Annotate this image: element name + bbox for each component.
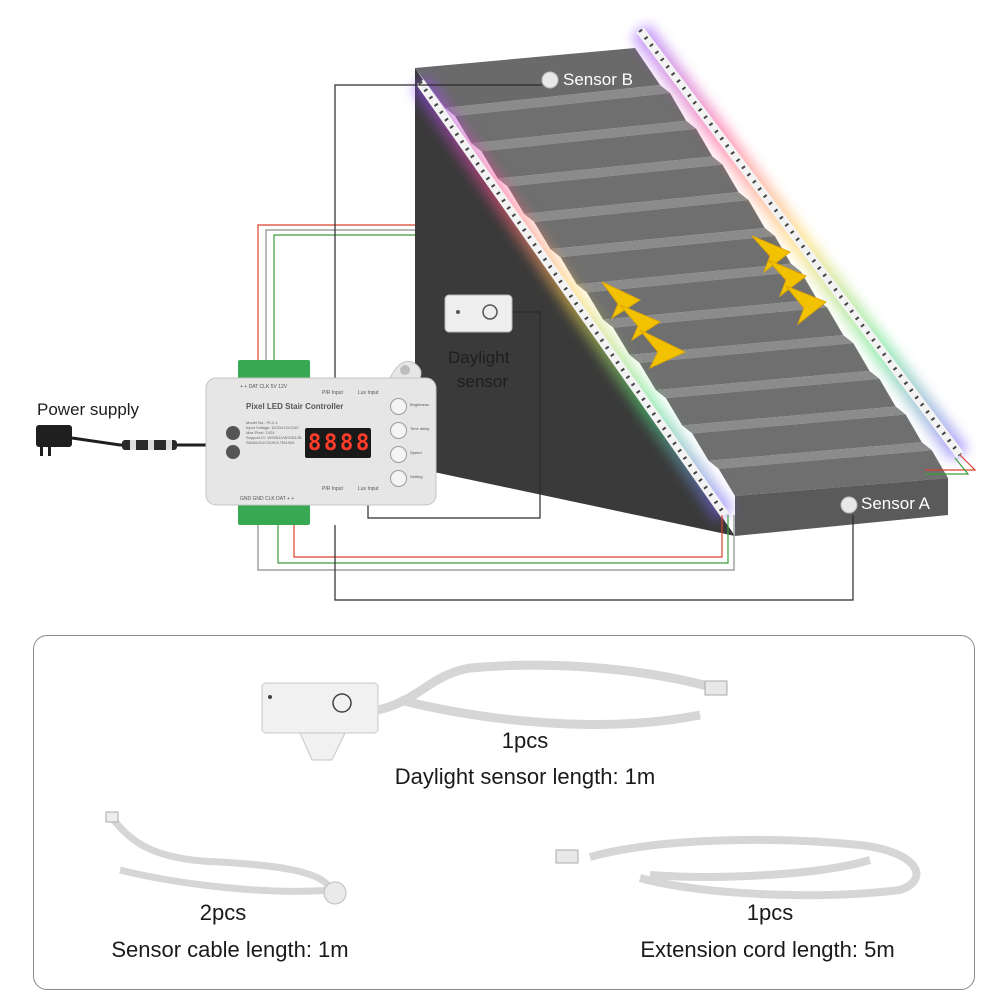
wire-right-red (925, 454, 977, 471)
sensor-cable-desc: Sensor cable length: 1m (111, 937, 349, 962)
stair-landing (415, 48, 660, 108)
speed-button[interactable] (390, 446, 407, 463)
wire-top-red (257, 224, 415, 365)
spec-line: Input Voltage: DC5V/12V/24V (246, 425, 299, 430)
controller-top-terminals: + + DAT CLK 5V 12V (240, 384, 288, 390)
controller-display: 8 8 8 8 (305, 428, 371, 458)
daylight-qty: 1pcs (501, 728, 549, 753)
stair-riser (639, 343, 870, 391)
controller-title: Pixel LED Stair Controller (246, 402, 344, 411)
stair-tread (497, 156, 723, 187)
extension-qty: 1pcs (746, 900, 794, 925)
speed-label: Speed (410, 450, 422, 455)
stair-riser (613, 307, 844, 355)
daylight-sensor-label-line2: sensor (457, 372, 509, 391)
controller-bottom-right-port: Lux Input (358, 486, 379, 492)
arrow-4 (751, 235, 791, 274)
wire-top-green (273, 234, 415, 365)
display-digit: 8 (308, 431, 322, 456)
stair-tread (629, 335, 854, 363)
stair-tread (708, 442, 932, 469)
extension-desc: Extension cord length: 5m (640, 937, 895, 962)
led-strip-right (631, 23, 969, 462)
power-supply-label: Power supply (37, 400, 140, 419)
wire-sensor-b (334, 84, 542, 380)
display-digit: 8 (356, 431, 370, 456)
arrow-1 (601, 281, 642, 320)
stair-tread (445, 85, 670, 116)
arrow-5 (767, 259, 807, 298)
stair-tread (576, 263, 801, 293)
daylight-sensor-label-line1: Daylight (448, 348, 510, 367)
controller-bottom-left-port: PIR Input (322, 486, 343, 492)
controller-bottom-terminals: GND GND CLK DAT + + (240, 496, 295, 502)
controller-top-right-port: Lux Input (358, 390, 379, 396)
spec-line: SK6812/UCS1903 TM1903 (246, 440, 295, 445)
time-delay-button[interactable] (390, 422, 407, 439)
wire-daylight (367, 311, 541, 519)
stair-riser (665, 378, 896, 426)
stair-riser (534, 200, 765, 250)
package-contents-panel (33, 635, 975, 990)
sensor-a-label: Sensor A (861, 494, 930, 513)
setting-button[interactable] (390, 470, 407, 487)
wire-right-green (925, 457, 970, 475)
power-adapter (36, 425, 210, 456)
controller-top-left-port: PIR Input (322, 390, 343, 396)
wire-top-gray (265, 229, 415, 365)
stair-tread (603, 299, 828, 328)
stair-riser (560, 235, 791, 285)
sensor-b-label: Sensor B (563, 70, 633, 89)
stair-tread (550, 227, 775, 258)
brightness-button[interactable] (390, 398, 407, 415)
stair-riser (718, 450, 948, 496)
controller-spec-list: Model No.: PLX-1 Input Voltage: DC5V/12V… (246, 420, 304, 445)
stair-tread (655, 370, 880, 399)
spec-line: Model No.: PLX-1 (246, 420, 278, 425)
stair-riser (481, 128, 713, 179)
wire-sensor-a (334, 515, 854, 601)
stair-tread (471, 120, 697, 152)
motion-arrows (601, 235, 827, 370)
display-digit: 8 (324, 431, 338, 456)
arrow-3 (639, 329, 687, 370)
led-strip-left (411, 75, 734, 522)
stair-tread (682, 406, 906, 434)
time-delay-label: Time delay (410, 426, 430, 431)
stair-tread (524, 192, 749, 222)
stair-riser (692, 414, 922, 461)
brightness-label: Brightness (410, 402, 429, 407)
spec-line: Support IC: WS2811/WS2812B (246, 435, 302, 440)
wire-bottom-green (277, 515, 729, 564)
pkg-sensor-cable-device (105, 811, 347, 905)
controller-device (205, 360, 437, 525)
daylight-sensor-device (444, 294, 513, 333)
pkg-extension-device (555, 835, 921, 900)
sensor-b-icon (541, 71, 559, 89)
arrow-2 (619, 304, 662, 342)
wire-bottom-red (293, 515, 723, 558)
wiring (257, 84, 977, 601)
stair-riser (507, 164, 739, 214)
sensor-cable-qty: 2pcs (199, 900, 247, 925)
display-digit: 8 (340, 431, 354, 456)
wire-bottom-gray (257, 515, 735, 571)
spec-line: Max Pixel: 1024 (246, 430, 275, 435)
setting-label: Setting (410, 474, 423, 479)
arrow-6 (785, 285, 827, 326)
daylight-desc: Daylight sensor length: 1m (394, 764, 656, 789)
stair-riser (455, 93, 687, 144)
stair-riser (586, 271, 818, 320)
pkg-daylight-device (261, 660, 728, 761)
sensor-a-icon (840, 496, 858, 514)
